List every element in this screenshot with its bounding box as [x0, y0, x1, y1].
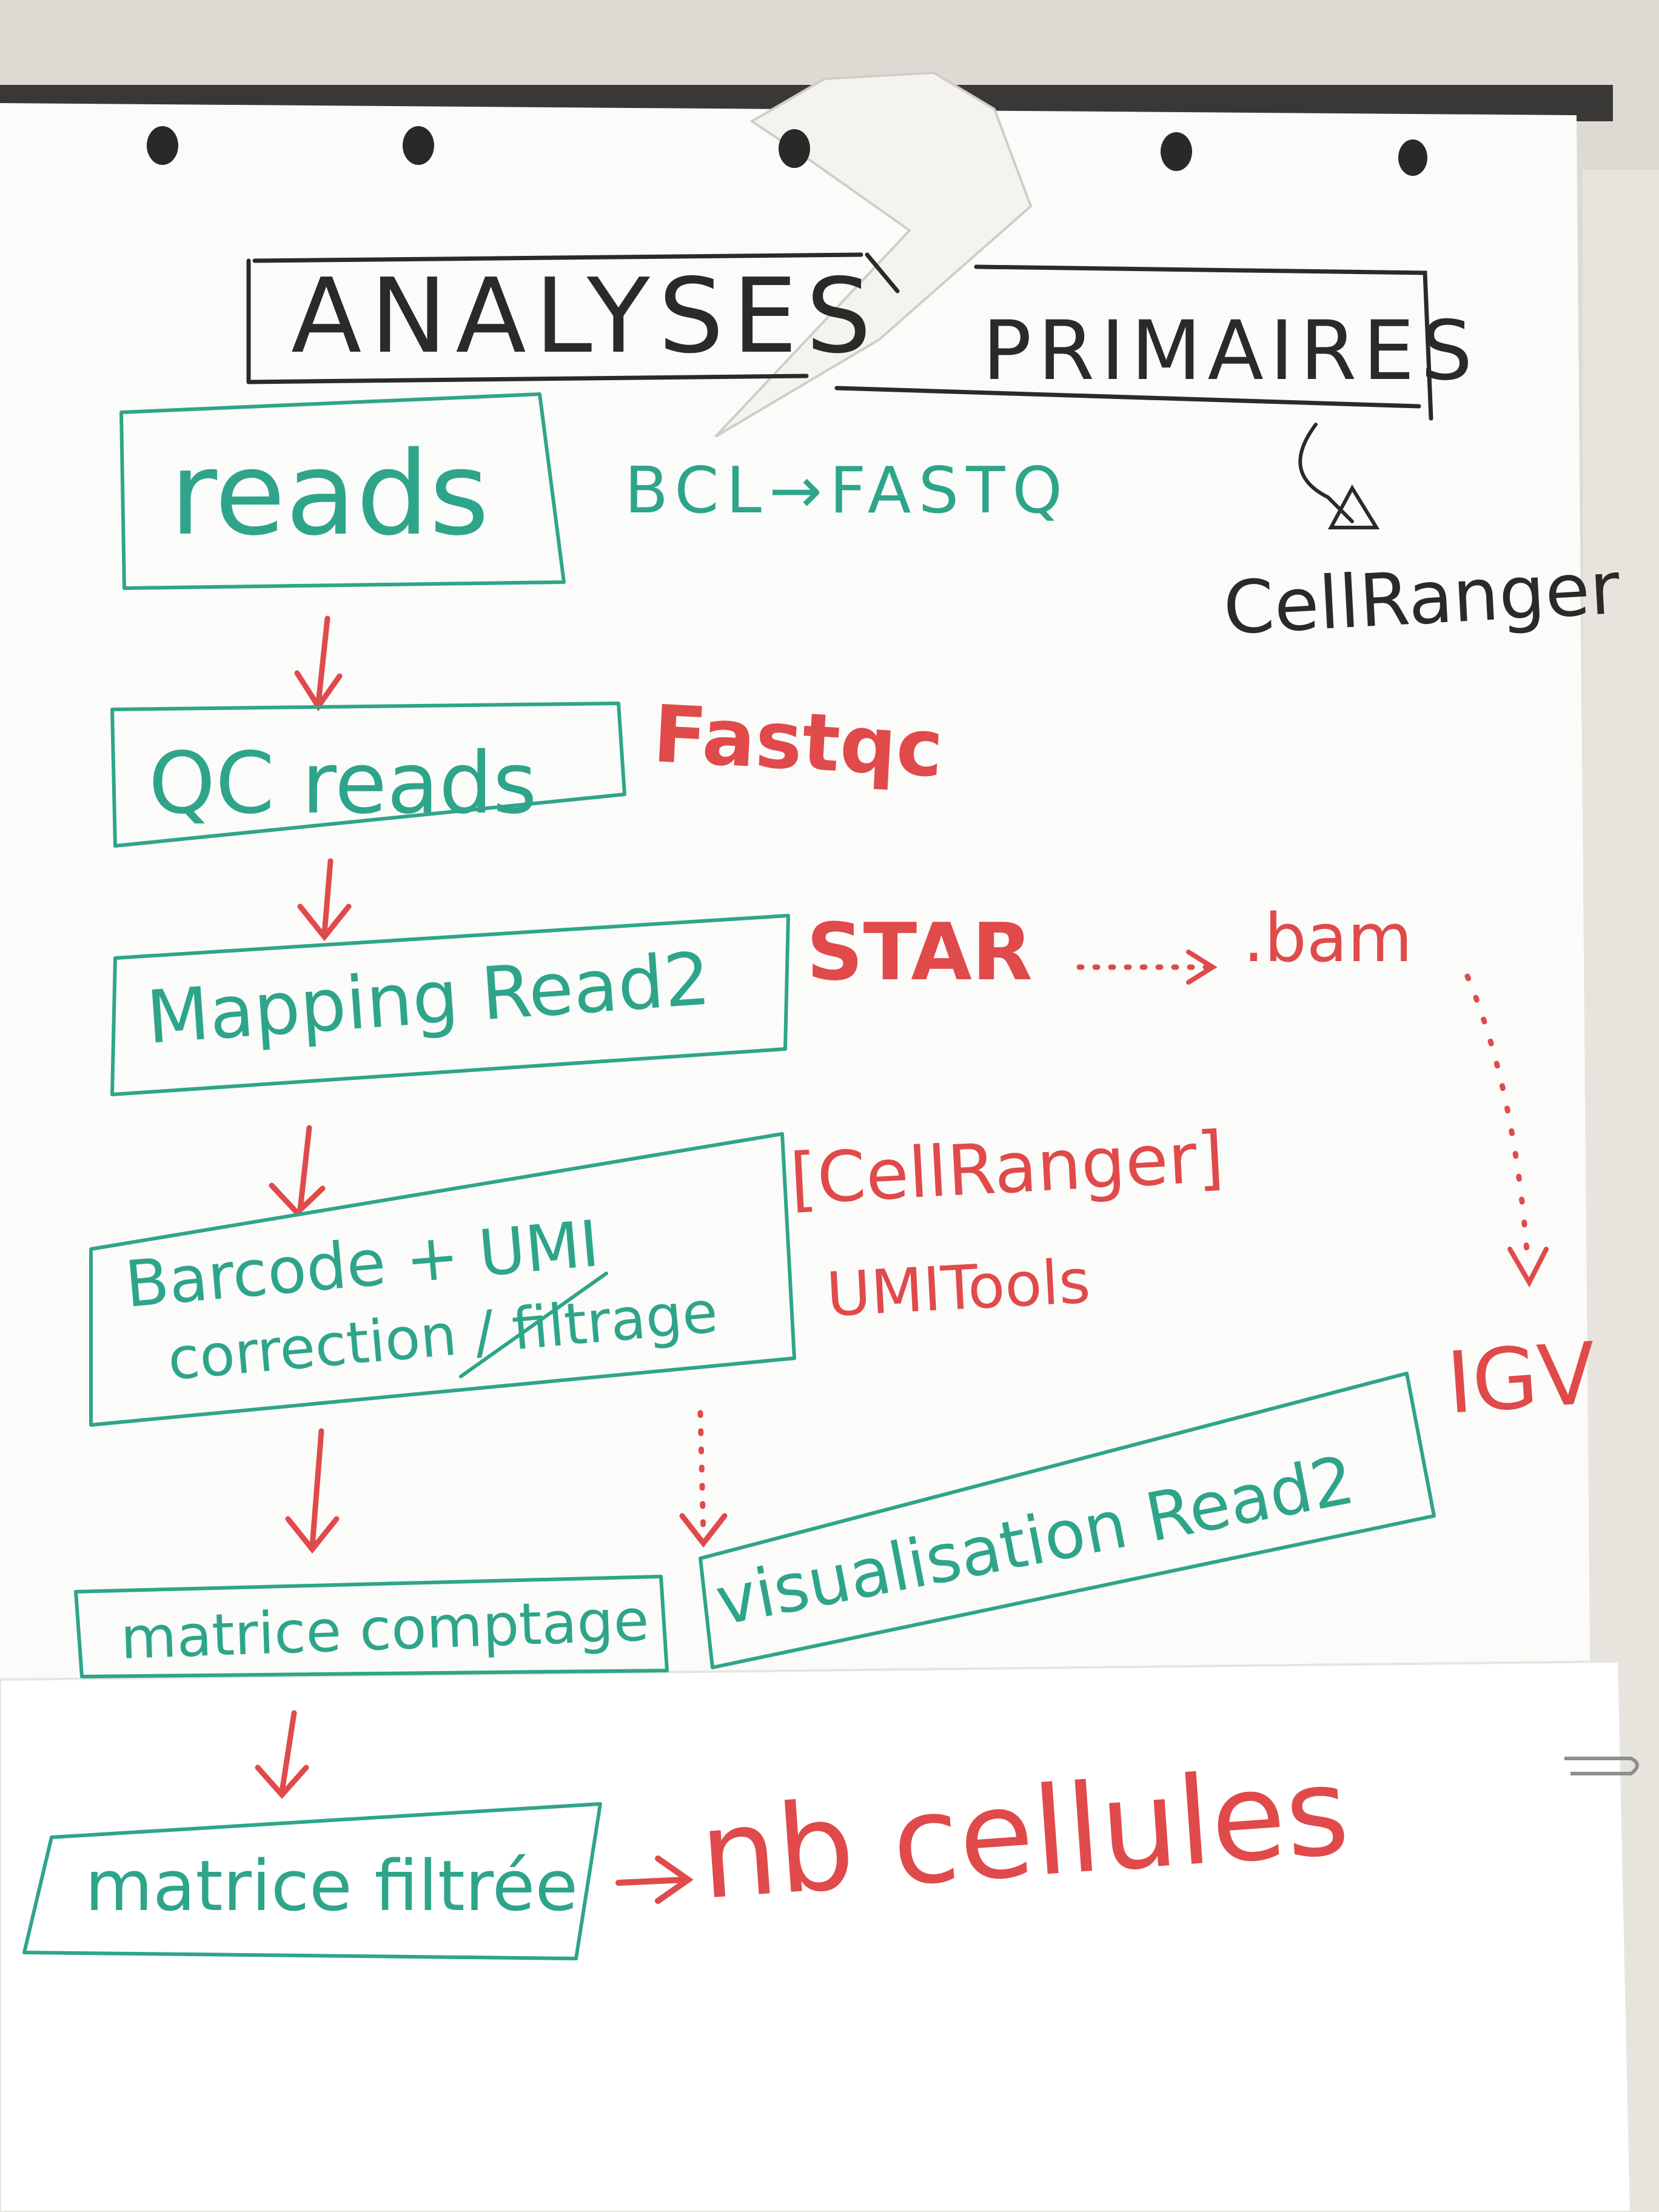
arrow-qc-to-mapping [297, 858, 352, 942]
punch-holes [147, 126, 1427, 176]
step-qc-box [110, 702, 626, 848]
paper-second-sheet-edge [0, 1660, 1633, 2212]
step-mapping-output: .bam [1243, 899, 1412, 977]
step-qc-tool: Fastqc [651, 688, 945, 795]
title-box-left [246, 252, 900, 384]
step-qc-label: QC reads [149, 734, 537, 833]
step-mapping-box [110, 914, 790, 1096]
arrow-mapping-to-barcode [269, 1125, 326, 1217]
bam-to-igv-arrow-head [1507, 1247, 1549, 1288]
step-count-matrix-box [74, 1575, 669, 1678]
star-to-bam-arrow-head [1186, 950, 1218, 985]
note-arrow [1298, 423, 1354, 523]
step-filtered-matrix-label: matrice filtrée [85, 1846, 578, 1927]
title-box-right [834, 264, 1433, 421]
torn-paper-flap [714, 71, 1033, 438]
note-tool: CellRanger [1221, 546, 1622, 651]
step-reads-tool: BCL→FASTQ [625, 454, 1070, 528]
step-mapping-tool: STAR [806, 906, 1033, 998]
arrow-barcode-to-visualisation [679, 1410, 728, 1548]
arrow-count-to-filtered [255, 1710, 309, 1799]
step-barcode-box [89, 1132, 796, 1427]
note-arrow-head-triangle [1327, 484, 1380, 529]
title-left: ANALYSES [291, 256, 880, 377]
step-filtered-matrix-box [22, 1802, 602, 1960]
paper-clip [1564, 1757, 1639, 1775]
arrow-barcode-to-matrix [285, 1428, 340, 1554]
step-reads-box [119, 392, 566, 590]
side-visualisation-box [699, 1372, 1436, 1669]
step-barcode-tool-2: UMITools [825, 1245, 1092, 1330]
bam-to-igv-dotted-arrow [1464, 973, 1531, 1270]
side-tool: IGV [1444, 1324, 1599, 1433]
step-reads-label: reads [170, 427, 489, 561]
arrow-filtered-to-cells [615, 1855, 694, 1904]
step-barcode-divider [459, 1272, 608, 1378]
title-right: PRIMAIRES [982, 303, 1478, 398]
